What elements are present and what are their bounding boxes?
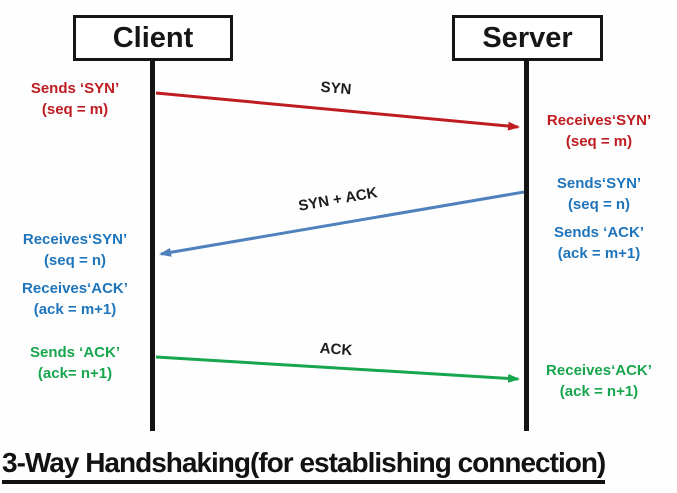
client-note-receives-syn: Receives‘SYN’ (seq = n)	[5, 229, 145, 271]
synack-arrow	[159, 190, 525, 257]
note-line: (seq = m)	[41, 101, 109, 118]
note-line: Receives‘ACK’	[546, 362, 652, 379]
note-line: (seq = n)	[567, 196, 631, 213]
note-line: Sends ‘ACK’	[29, 344, 120, 361]
server-note-sends-syn: Sends‘SYN’ (seq = n)	[543, 173, 655, 215]
client-node-box: Client	[73, 15, 233, 61]
syn-arrow	[155, 91, 520, 131]
client-note-sends-syn: Sends ‘SYN’ (seq = m)	[5, 78, 145, 120]
server-lifeline	[524, 59, 529, 431]
note-line: Receives‘ACK’	[22, 280, 128, 297]
client-lifeline	[150, 59, 155, 431]
client-node-label: Client	[112, 21, 194, 54]
server-note-receives-syn: Receives‘SYN’ (seq = m)	[543, 110, 655, 152]
note-line: Receives‘SYN’	[546, 112, 652, 129]
note-line: Receives‘SYN’	[22, 231, 128, 248]
title-bar: 3-Way Handshaking(for establishing conne…	[2, 447, 677, 484]
server-note-receives-ack: Receives‘ACK’ (ack = n+1)	[543, 360, 655, 402]
server-note-sends-ack: Sends ‘ACK’ (ack = m+1)	[543, 222, 655, 264]
note-line: (seq = n)	[43, 252, 107, 269]
ack-arrow	[155, 355, 520, 383]
client-note-receives-ack: Receives‘ACK’ (ack = m+1)	[5, 278, 145, 320]
note-line: (seq = m)	[565, 133, 633, 150]
note-line: (ack = n+1)	[559, 383, 639, 400]
note-line: (ack= n+1)	[37, 365, 113, 382]
server-node-label: Server	[482, 21, 573, 54]
client-note-sends-ack: Sends ‘ACK’ (ack= n+1)	[5, 342, 145, 384]
note-line: Sends ‘ACK’	[553, 224, 644, 241]
note-line: Sends‘SYN’	[556, 175, 642, 192]
diagram-title: 3-Way Handshaking(for establishing conne…	[2, 447, 606, 484]
note-line: Sends ‘SYN’	[30, 80, 120, 97]
note-line: (ack = m+1)	[557, 245, 641, 262]
note-line: (ack = m+1)	[33, 301, 117, 318]
